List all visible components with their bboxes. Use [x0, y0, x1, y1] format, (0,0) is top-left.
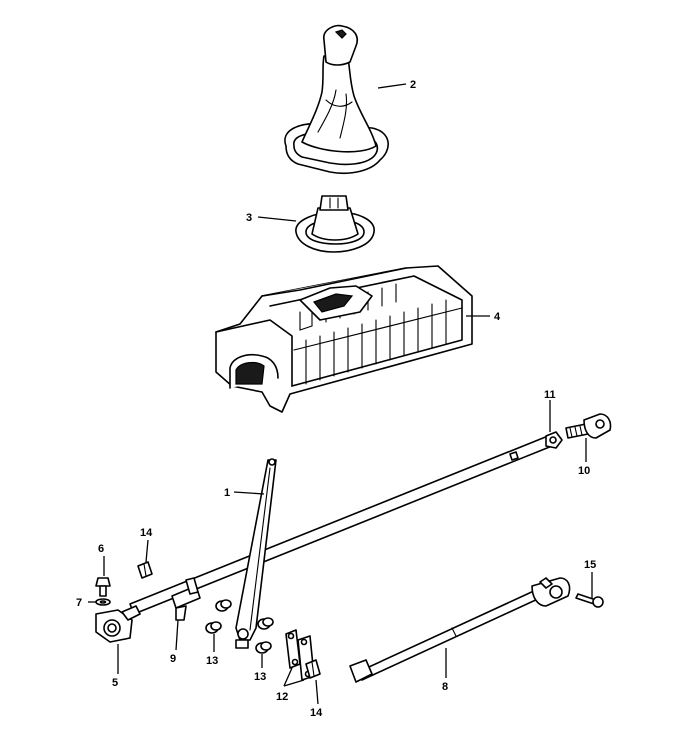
- callout-7: 7: [76, 597, 82, 609]
- callout-15: 15: [584, 559, 596, 571]
- callout-6: 6: [98, 543, 104, 555]
- callout-13-left: 13: [206, 655, 218, 667]
- bushings-13: [205, 599, 274, 654]
- nut-11: [545, 431, 563, 449]
- callout-11: 11: [544, 389, 556, 401]
- callout-13-right: 13: [254, 671, 266, 683]
- leader-lines: [88, 83, 593, 705]
- shift-lever-1: [235, 458, 277, 649]
- callout-2: 2: [410, 79, 416, 91]
- inner-boot: [295, 195, 375, 253]
- callout-3: 3: [246, 212, 252, 224]
- shift-knob-boot: [284, 24, 389, 175]
- bushing-lower-left: [205, 621, 222, 634]
- callout-10: 10: [578, 465, 590, 477]
- bolt-15: [575, 593, 604, 608]
- shift-housing: [215, 265, 473, 413]
- callout-4: 4: [494, 311, 501, 323]
- washer-7: [95, 598, 111, 606]
- callout-14-bottom: 14: [310, 707, 323, 719]
- shift-rod-front: [349, 589, 541, 683]
- rod-joint: [531, 577, 571, 607]
- callout-5: 5: [112, 677, 118, 689]
- callout-1: 1: [224, 487, 230, 499]
- clip-14-top: [137, 561, 153, 579]
- callout-14-top: 14: [140, 527, 153, 539]
- callout-8: 8: [442, 681, 448, 693]
- clip-14-bottom: [305, 659, 321, 679]
- bushing-lower-right: [255, 641, 272, 654]
- callout-labels: 2 3 4 1 11 10 6 7 14 5 9 13 13 12 14 8 1…: [76, 79, 596, 719]
- bushing-upper-left: [215, 599, 232, 612]
- callout-9: 9: [170, 653, 176, 665]
- rod-coupling-9: [171, 577, 201, 621]
- bolt-6: [95, 577, 111, 597]
- bushing-upper-right: [257, 617, 274, 630]
- guide-bearing-5: [95, 605, 141, 643]
- callout-12: 12: [276, 691, 288, 703]
- rod-end-10: [565, 413, 612, 439]
